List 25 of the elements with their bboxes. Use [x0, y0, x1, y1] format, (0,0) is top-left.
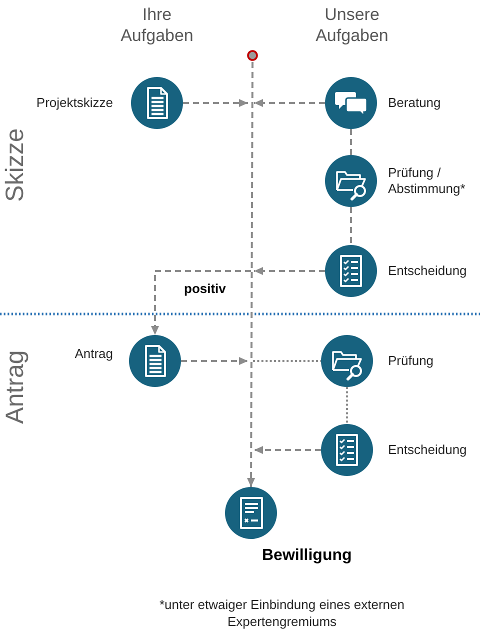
step-label: Entscheidung: [388, 263, 467, 279]
section-label: Antrag: [1, 350, 29, 424]
edge-label: positiv: [182, 281, 228, 297]
arrow: [247, 62, 256, 487]
connector-line: [346, 387, 348, 424]
arrow: [181, 357, 248, 365]
connector-line: [253, 360, 321, 362]
column-heading: Ihre Aufgaben: [120, 4, 194, 46]
connector-line: [350, 129, 352, 155]
step-label: Beratung: [388, 95, 441, 111]
step-label: Antrag: [74, 346, 113, 362]
arrow: [183, 99, 248, 107]
arrow: [254, 446, 321, 454]
arrow: [254, 267, 325, 275]
column-heading: Unsere Aufgaben: [314, 4, 390, 46]
arrow: [151, 270, 251, 335]
step-label: Entscheidung: [388, 442, 467, 458]
footnote: *unter etwaiger Einbindung eines externen Expertengremiums: [158, 596, 406, 630]
step-label: Prüfung: [388, 353, 434, 369]
step-label: Bewilligung: [262, 546, 352, 566]
step-label: Projektskizze: [36, 95, 113, 111]
connector-line: [350, 207, 352, 245]
step-label: Prüfung / Abstimmung*: [388, 165, 466, 197]
section-label: Skizze: [1, 128, 29, 202]
arrow: [254, 99, 325, 107]
